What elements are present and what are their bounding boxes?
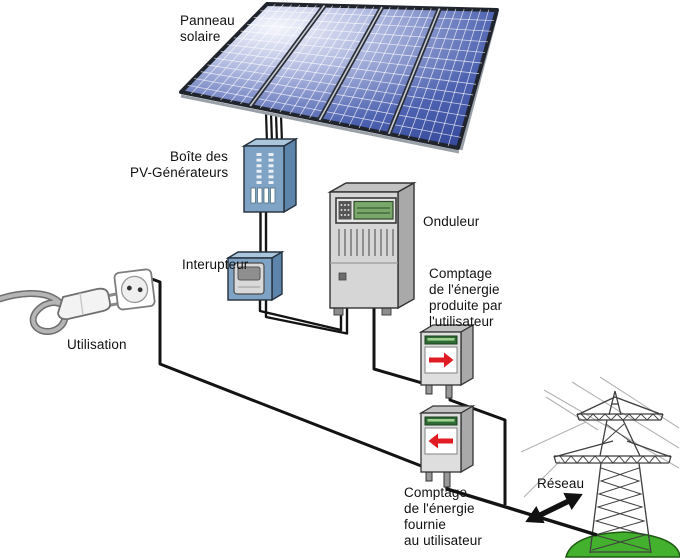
power-lines	[520, 376, 680, 498]
label-usage: Utilisation	[67, 337, 127, 352]
wall-outlet	[113, 268, 156, 311]
solar-panel	[179, 2, 499, 154]
label-meter-supplied: Comptage de l'énergie fournie au utilisa…	[404, 485, 482, 548]
grid-exchange-arrow	[525, 492, 583, 524]
label-grid: Réseau	[537, 476, 585, 491]
usage-plug	[0, 268, 156, 335]
switch-box	[225, 250, 285, 302]
transmission-tower-icon	[553, 390, 672, 554]
grass-mound	[564, 531, 680, 558]
label-solar-panel: Panneau solaire	[180, 13, 235, 44]
label-meter-produced: Comptage de l'énergie produite par l'uti…	[429, 266, 503, 329]
arrow-right-icon	[429, 352, 454, 368]
label-pv-generator-box: Boîte des PV-Générateurs	[130, 149, 229, 180]
meter-produced	[418, 323, 476, 399]
inverter	[327, 181, 417, 316]
label-switch: Interupteur	[182, 257, 249, 272]
label-inverter: Onduleur	[423, 214, 480, 229]
meter-supplied	[418, 404, 476, 488]
pv-generator-box	[241, 137, 299, 214]
arrow-left-icon	[428, 433, 453, 449]
